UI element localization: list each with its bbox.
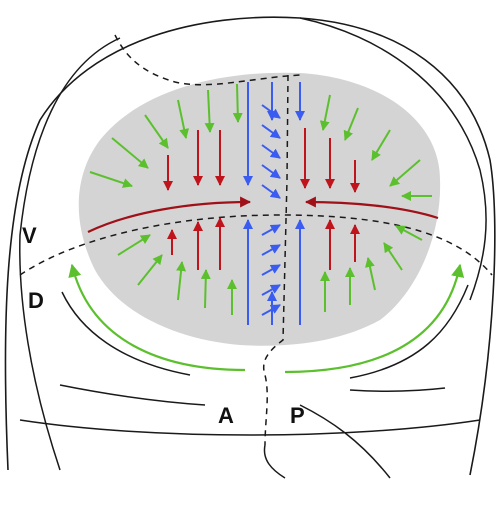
contour-lower-right bbox=[299, 404, 391, 479]
red-arrows-upper bbox=[163, 128, 360, 193]
inner-outline-left bbox=[19, 37, 121, 471]
contour-bottom bbox=[19, 419, 481, 436]
blue-arrows-diagonal bbox=[261, 104, 281, 316]
label-dorsal: D bbox=[28, 288, 44, 313]
dark-red-arrow-right bbox=[304, 196, 439, 220]
blue-arrows-vertical bbox=[243, 82, 305, 325]
green-arrows-upper bbox=[89, 83, 432, 201]
dashed-upper-arc bbox=[114, 34, 301, 86]
green-arrows-lower bbox=[117, 225, 423, 315]
inner-outline-right bbox=[299, 17, 487, 301]
label-ventral: V bbox=[22, 223, 37, 248]
contour-right-1 bbox=[349, 284, 469, 379]
green-curved-arrow-left bbox=[68, 263, 246, 372]
midline-lower bbox=[263, 444, 286, 479]
green-curved-arrow-right bbox=[284, 263, 465, 374]
red-arrows-lower bbox=[167, 217, 360, 270]
dashed-midline bbox=[263, 74, 289, 446]
contour-right-2 bbox=[349, 387, 446, 393]
dark-red-arrow-left bbox=[87, 196, 252, 233]
contour-left-2 bbox=[59, 384, 206, 406]
grey-region bbox=[78, 72, 441, 346]
contour-left-1 bbox=[61, 291, 191, 376]
label-anterior: A bbox=[218, 403, 234, 428]
outer-outline bbox=[4, 16, 496, 476]
label-posterior: P bbox=[290, 403, 305, 428]
